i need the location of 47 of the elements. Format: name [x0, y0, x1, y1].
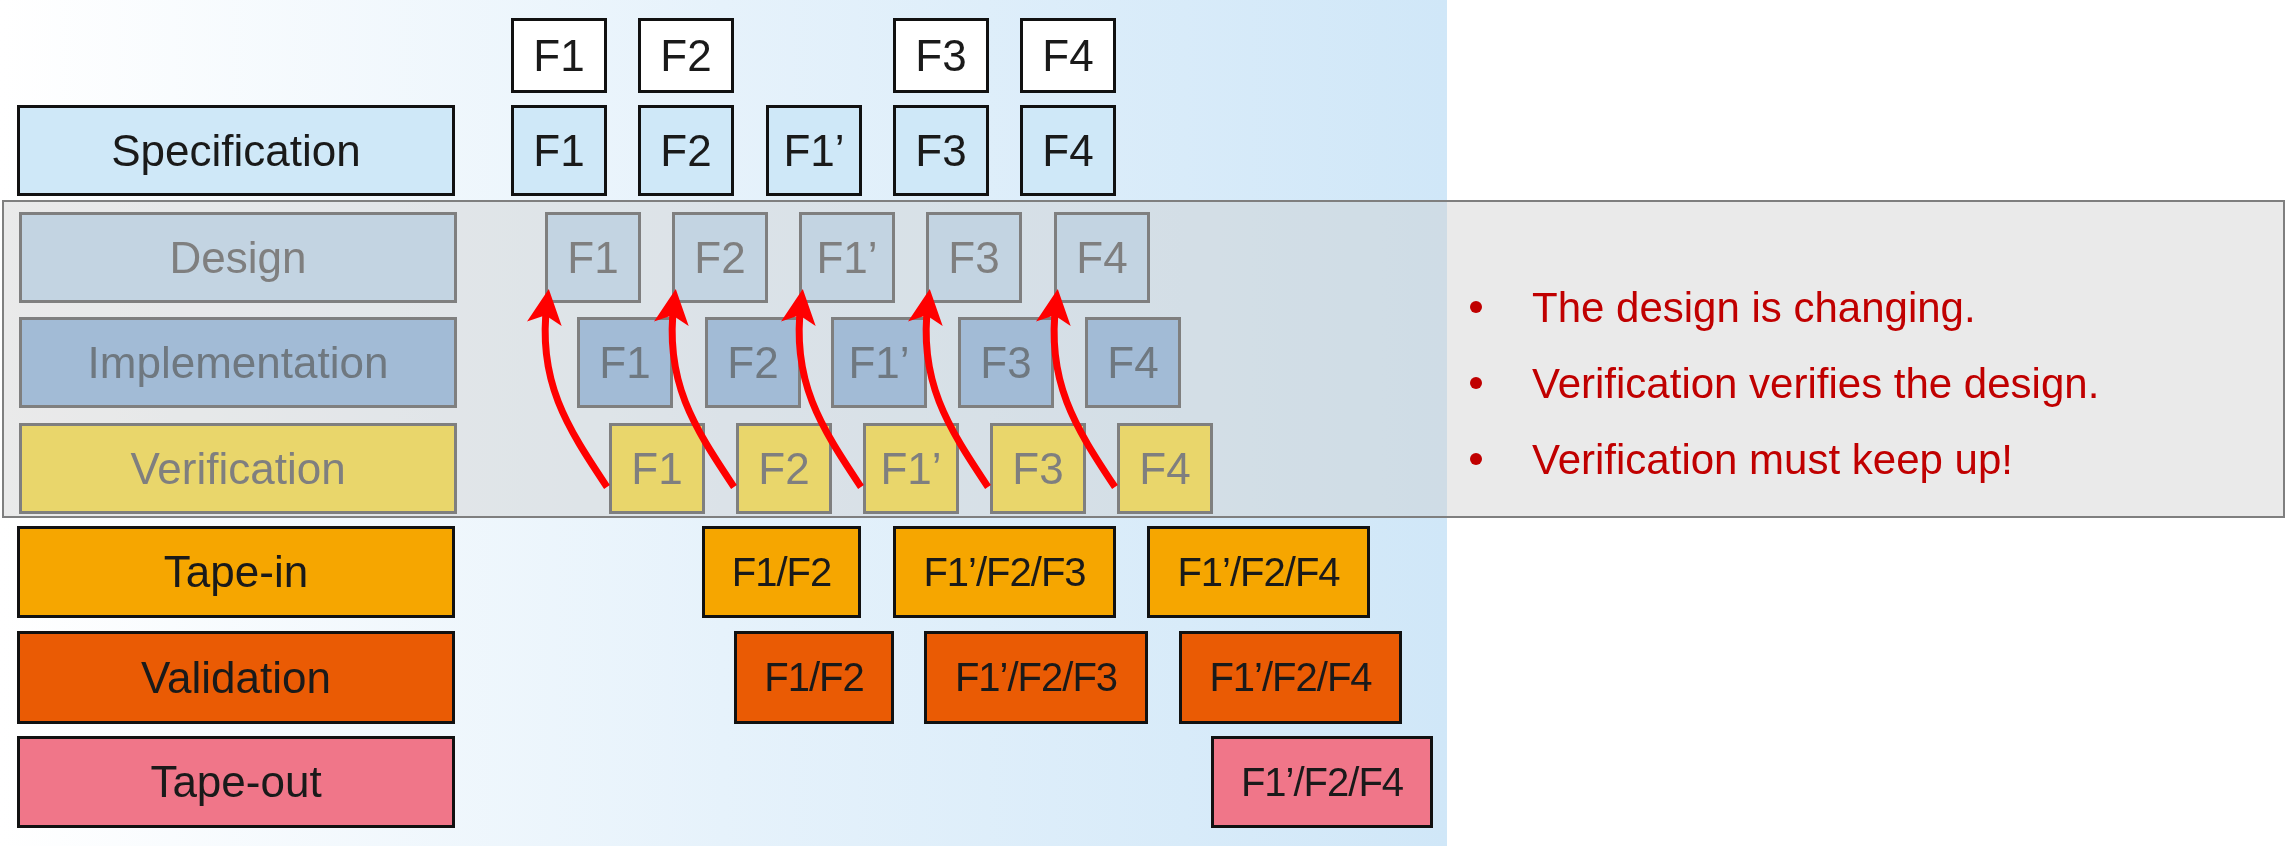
curved-arrow — [654, 289, 737, 489]
build-box: F1’/F2/F4 — [1179, 631, 1402, 724]
feature-box: F4 — [1117, 423, 1213, 514]
build-box: F1/F2 — [734, 631, 894, 724]
feature-box: F3 — [926, 212, 1022, 303]
feature-box: F1 — [545, 212, 641, 303]
feature-box: F4 — [1054, 212, 1150, 303]
feature-box: F1 — [511, 18, 607, 93]
build-box: F1/F2 — [702, 526, 861, 618]
feature-box: F4 — [1020, 18, 1116, 93]
curved-arrow — [1036, 289, 1118, 489]
feature-box: F3 — [990, 423, 1086, 514]
feature-box: F3 — [893, 105, 989, 196]
feature-box: F1 — [511, 105, 607, 196]
feature-box: F1’ — [831, 317, 927, 408]
feature-box: F1’ — [766, 105, 862, 196]
build-box: F1’/F2/F4 — [1211, 736, 1433, 828]
phase-box: Implementation — [19, 317, 457, 408]
bullet-text: Verification verifies the design. — [1532, 360, 2100, 408]
phase-box: Tape-out — [17, 736, 455, 828]
phase-box: Design — [19, 212, 457, 303]
build-box: F1’/F2/F4 — [1147, 526, 1370, 618]
feature-box: F4 — [1020, 105, 1116, 196]
phase-box: Tape-in — [17, 526, 455, 618]
phase-box: Specification — [17, 105, 455, 196]
feature-box: F3 — [893, 18, 989, 93]
feature-box: F3 — [958, 317, 1054, 408]
feature-box: F1’ — [799, 212, 895, 303]
feature-box: F2 — [638, 18, 734, 93]
curved-arrow — [781, 289, 864, 489]
feature-box: F2 — [638, 105, 734, 196]
bullet-text: The design is changing. — [1532, 284, 1976, 332]
phase-box: Validation — [17, 631, 455, 724]
phase-box: Verification — [19, 423, 457, 514]
build-box: F1’/F2/F3 — [924, 631, 1148, 724]
feature-box: F2 — [705, 317, 801, 408]
feature-box: F1 — [609, 423, 705, 514]
feature-box: F1’ — [863, 423, 959, 514]
curved-arrow — [908, 289, 991, 489]
build-box: F1’/F2/F3 — [893, 526, 1116, 618]
highlight-band — [2, 200, 2285, 518]
feature-box: F2 — [672, 212, 768, 303]
feature-box: F4 — [1085, 317, 1181, 408]
feature-box: F1 — [577, 317, 673, 408]
feature-box: F2 — [736, 423, 832, 514]
curved-arrow — [527, 289, 610, 489]
bullet-text: Verification must keep up! — [1532, 436, 2013, 484]
